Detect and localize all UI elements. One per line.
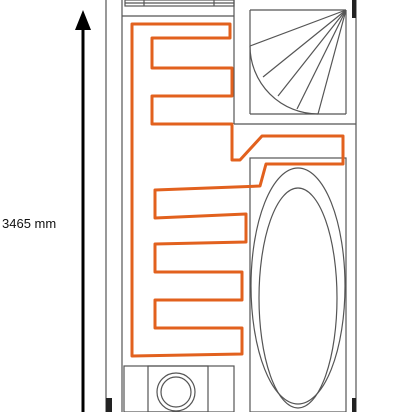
dimension-label: 3465 mm — [2, 216, 57, 231]
shower-door-line — [249, 9, 347, 47]
toilet — [123, 365, 235, 412]
shower-enclosure — [233, 0, 356, 125]
heating-pipe — [130, 22, 345, 358]
dimension-arrow — [75, 10, 91, 412]
bathtub — [249, 157, 347, 412]
room-walls — [105, 0, 357, 412]
